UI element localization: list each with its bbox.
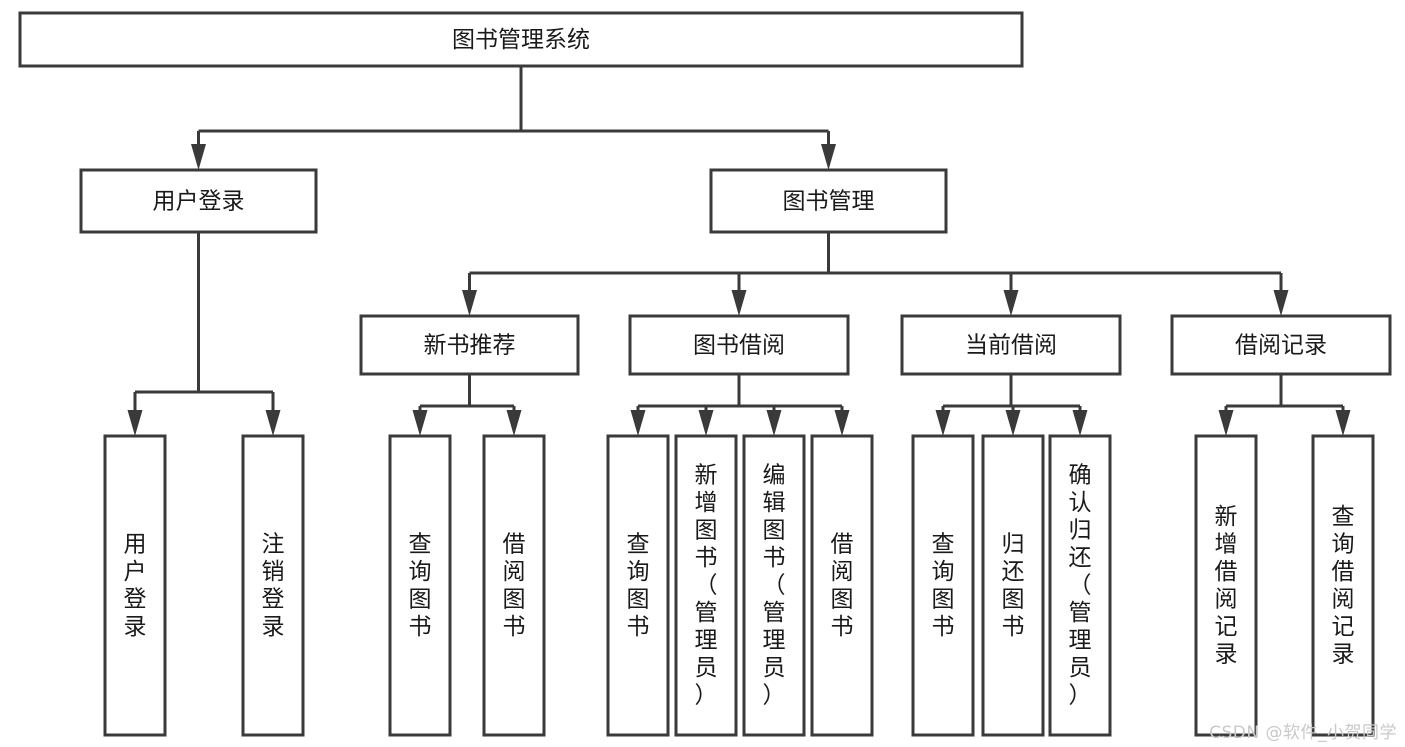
node-box[interactable]: [241, 434, 305, 737]
node-leaf-query-record[interactable]: 查询借阅记录: [1311, 434, 1375, 737]
node-label: 图书管理系统: [452, 27, 590, 53]
node-root[interactable]: 图书管理系统: [18, 11, 1024, 68]
node-label: 当前借阅: [965, 333, 1057, 359]
node-box[interactable]: [18, 11, 1024, 68]
node-label: 图书借阅: [693, 333, 785, 359]
node-label: 新增图书（管理员）: [695, 462, 718, 708]
arrow-head-icon: [506, 410, 522, 436]
arrow-head-icon: [1218, 410, 1234, 436]
arrow-head-icon: [191, 144, 206, 170]
node-box[interactable]: [742, 434, 806, 737]
arrow-head-icon: [935, 410, 951, 436]
node-box[interactable]: [1311, 434, 1375, 737]
node-box[interactable]: [79, 168, 318, 234]
node-book-borrow[interactable]: 图书借阅: [628, 314, 850, 376]
node-label: 归还图书: [1002, 531, 1025, 640]
node-layer: 图书管理系统用户登录图书管理新书推荐图书借阅当前借阅借阅记录用户登录注销登录查询…: [18, 11, 1392, 737]
node-leaf-confirm-return[interactable]: 确认归还（管理员）: [1048, 434, 1112, 737]
node-current-borrow[interactable]: 当前借阅: [900, 314, 1122, 376]
arrow-head-icon: [1072, 410, 1088, 436]
node-label: 查询图书: [627, 531, 650, 640]
arrow-head-icon: [412, 410, 428, 436]
node-leaf-add-record[interactable]: 新增借阅记录: [1194, 434, 1258, 737]
node-box[interactable]: [709, 168, 948, 234]
arrow-head-icon: [265, 410, 281, 436]
node-leaf-user-login[interactable]: 用户登录: [103, 434, 167, 737]
arrow-head-icon: [1005, 410, 1021, 436]
arrow-head-icon: [1335, 410, 1351, 436]
node-leaf-borrow-book-1[interactable]: 借阅图书: [482, 434, 546, 737]
arrow-head-icon: [1003, 290, 1019, 316]
arrow-head-icon: [462, 290, 477, 316]
node-label: 借阅图书: [503, 531, 526, 640]
node-label: 新书推荐: [424, 333, 516, 359]
node-box[interactable]: [103, 434, 167, 737]
node-label: 新增借阅记录: [1215, 503, 1238, 667]
node-book-manage[interactable]: 图书管理: [709, 168, 948, 234]
node-label: 编辑图书（管理员）: [763, 462, 786, 708]
node-label: 借阅记录: [1235, 333, 1327, 359]
node-box[interactable]: [810, 434, 874, 737]
node-box[interactable]: [606, 434, 670, 737]
arrow-head-icon: [766, 410, 782, 436]
arrow-head-icon: [127, 410, 143, 436]
node-leaf-query-book-3[interactable]: 查询图书: [911, 434, 975, 737]
node-box[interactable]: [628, 314, 850, 376]
connector-layer: [127, 66, 1351, 436]
node-label: 查询图书: [932, 531, 955, 640]
node-box[interactable]: [1170, 314, 1392, 376]
node-leaf-edit-book[interactable]: 编辑图书（管理员）: [742, 434, 806, 737]
node-label: 注销登录: [262, 531, 285, 640]
node-borrow-record[interactable]: 借阅记录: [1170, 314, 1392, 376]
node-label: 图书管理: [783, 189, 875, 215]
node-label: 借阅图书: [831, 531, 854, 640]
node-box[interactable]: [674, 434, 738, 737]
node-box[interactable]: [911, 434, 975, 737]
node-leaf-add-book[interactable]: 新增图书（管理员）: [674, 434, 738, 737]
arrow-head-icon: [630, 410, 646, 436]
arrow-head-icon: [698, 410, 714, 436]
arrow-head-icon: [821, 144, 836, 170]
node-label: 用户登录: [153, 189, 245, 215]
node-label: 用户登录: [124, 531, 147, 640]
node-user-login[interactable]: 用户登录: [79, 168, 318, 234]
arrow-head-icon: [1273, 290, 1289, 316]
node-label: 查询借阅记录: [1332, 503, 1355, 667]
node-box[interactable]: [388, 434, 452, 737]
node-box[interactable]: [900, 314, 1122, 376]
node-label: 查询图书: [409, 531, 432, 640]
node-box[interactable]: [482, 434, 546, 737]
node-leaf-borrow-book-2[interactable]: 借阅图书: [810, 434, 874, 737]
node-box[interactable]: [1194, 434, 1258, 737]
node-box[interactable]: [359, 314, 580, 376]
arrow-head-icon: [834, 410, 850, 436]
node-new-book-rec[interactable]: 新书推荐: [359, 314, 580, 376]
node-leaf-query-book-2[interactable]: 查询图书: [606, 434, 670, 737]
node-label: 确认归还（管理员）: [1069, 462, 1092, 708]
node-leaf-query-book-1[interactable]: 查询图书: [388, 434, 452, 737]
node-box[interactable]: [981, 434, 1045, 737]
node-leaf-logout[interactable]: 注销登录: [241, 434, 305, 737]
node-box[interactable]: [1048, 434, 1112, 737]
node-leaf-return-book[interactable]: 归还图书: [981, 434, 1045, 737]
arrow-head-icon: [731, 290, 747, 316]
